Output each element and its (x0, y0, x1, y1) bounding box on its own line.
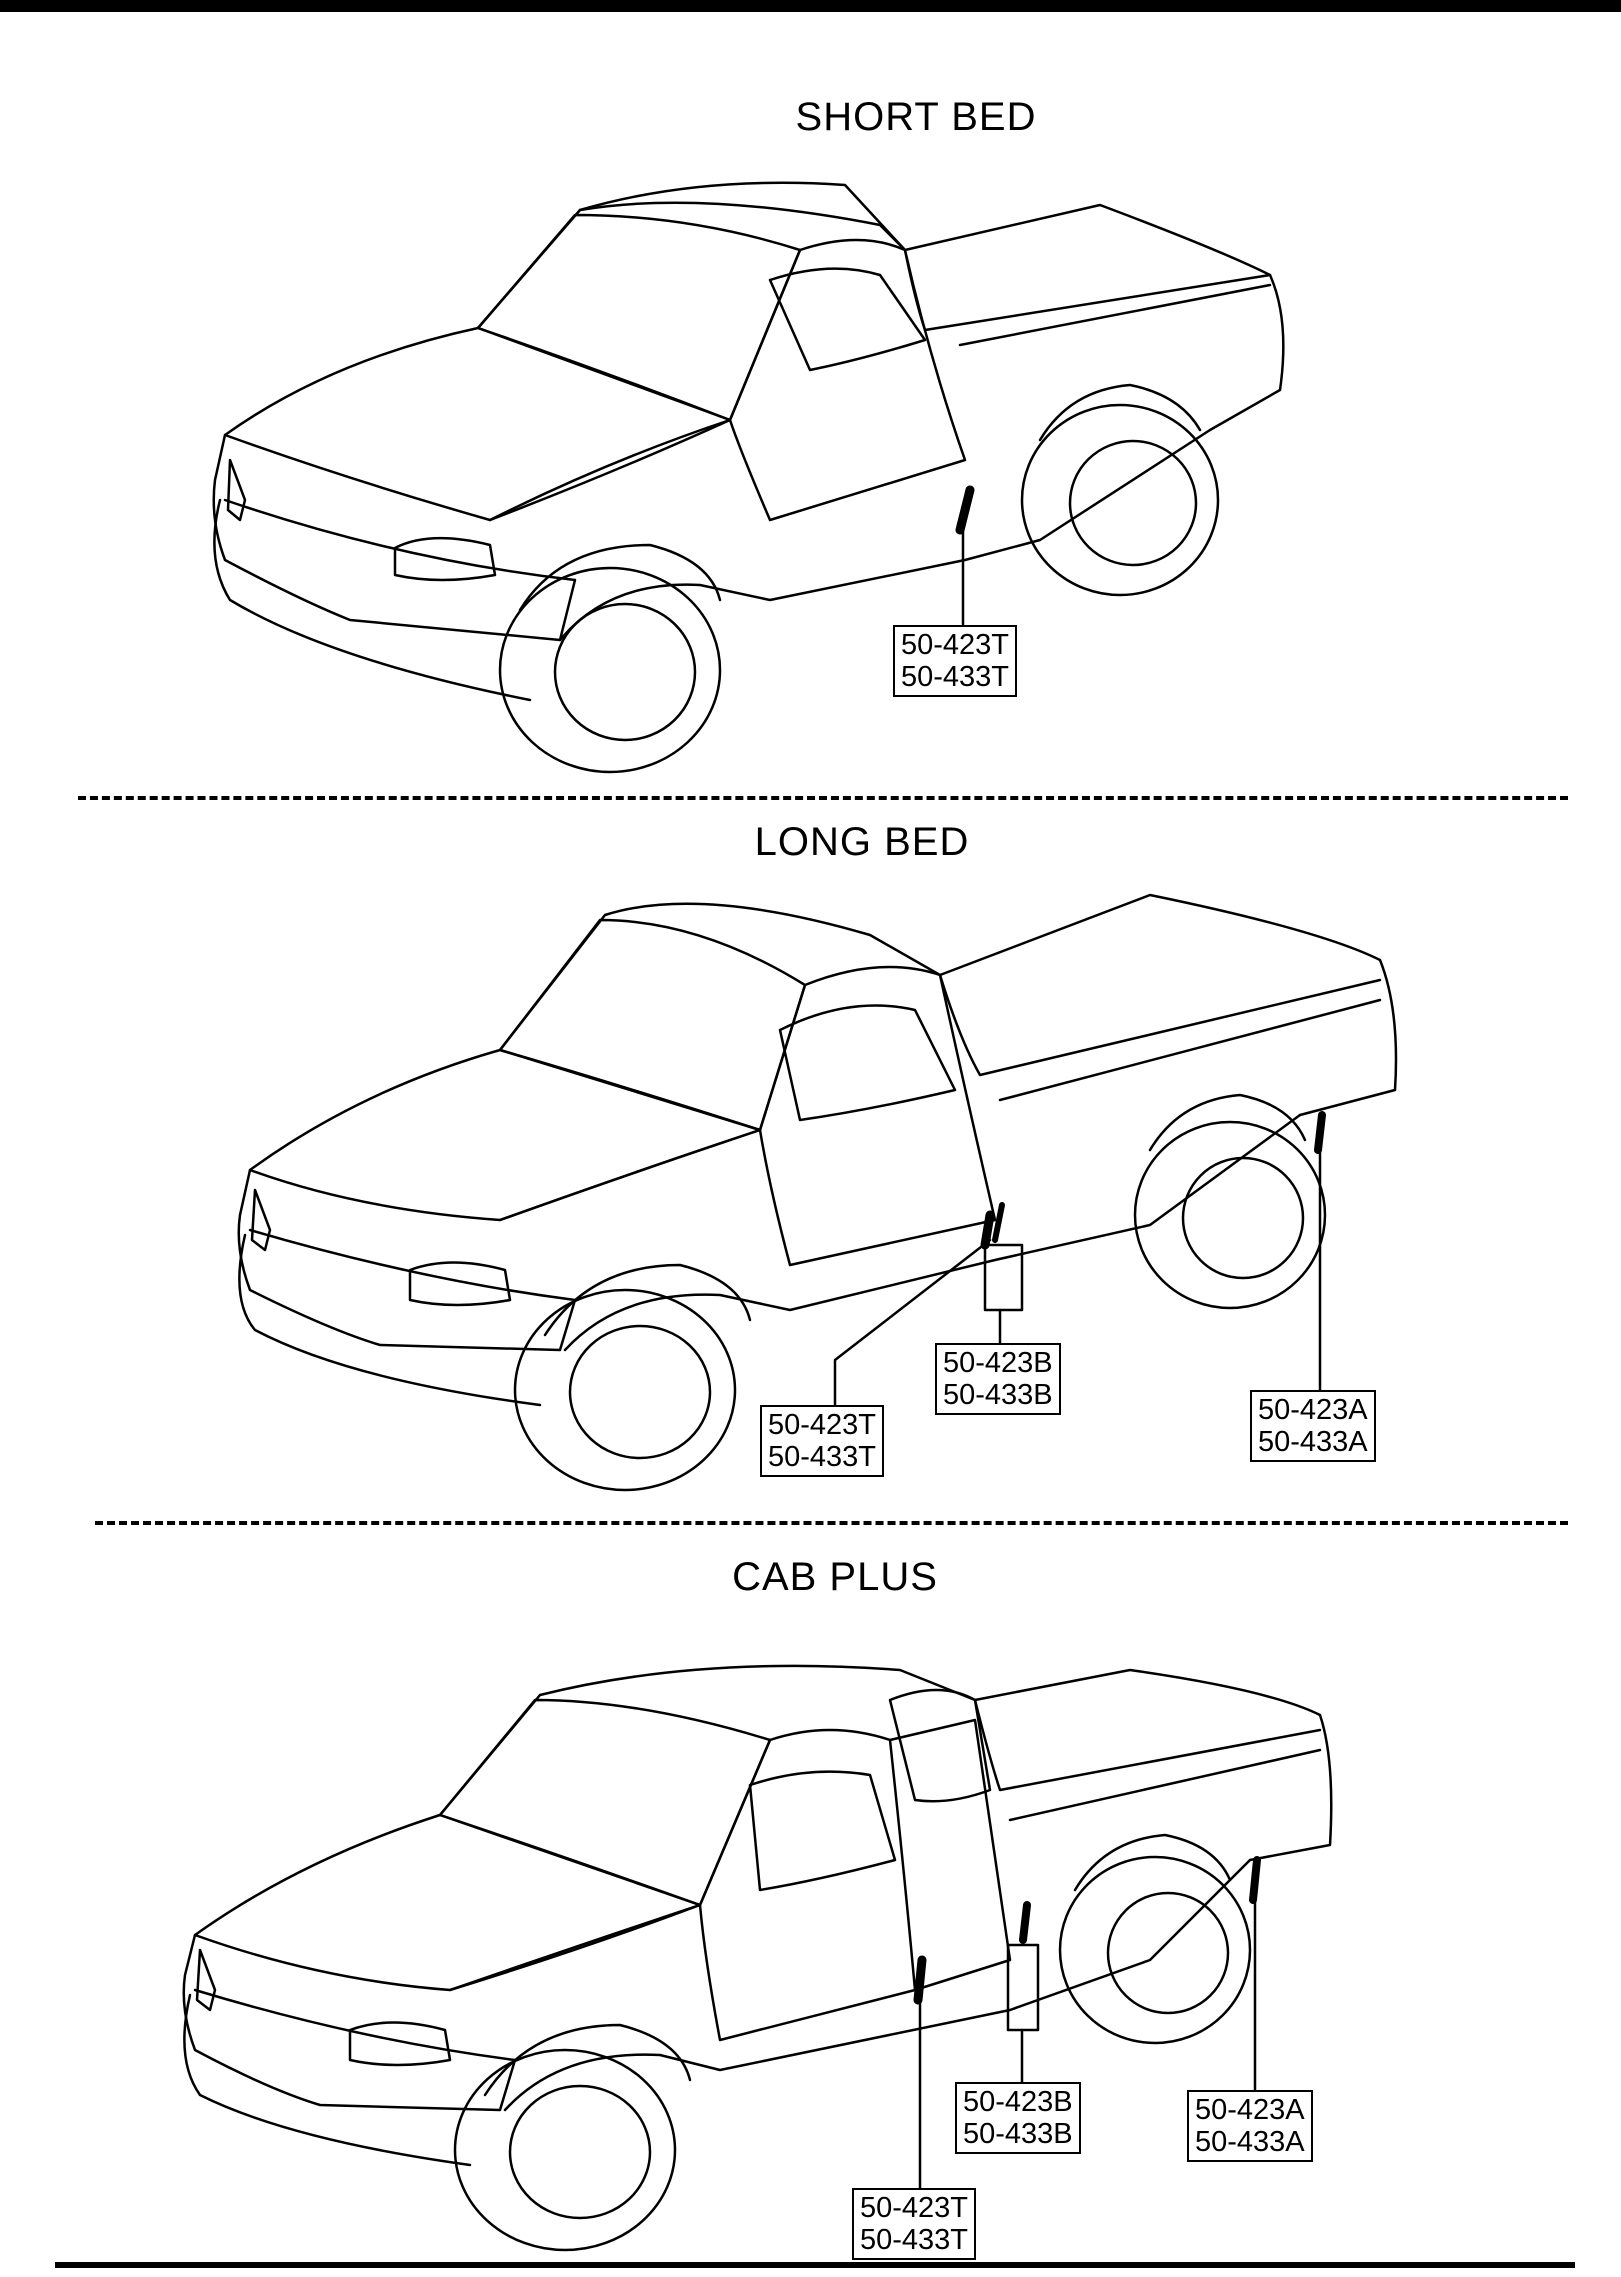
section-title-cab-plus: CAB PLUS (732, 1555, 938, 1599)
callout-long-bed-A: 50-423A 50-433A (1250, 1390, 1376, 1462)
callout-line-2: 50-433A (1258, 1426, 1368, 1458)
callout-line-1: 50-423A (1195, 2094, 1305, 2126)
separator-2 (95, 1521, 1568, 1525)
separator-1 (78, 796, 1568, 800)
callout-line-2: 50-433T (768, 1441, 877, 1473)
callout-line-2: 50-433T (901, 661, 1010, 693)
section-title-long-bed: LONG BED (754, 820, 970, 864)
callout-line-1: 50-423B (943, 1347, 1053, 1379)
top-border (0, 0, 1621, 12)
callout-short-bed-T: 50-423T 50-433T (893, 625, 1018, 697)
callout-long-bed-B: 50-423B 50-433B (935, 1343, 1061, 1415)
callout-cab-plus-A: 50-423A 50-433A (1187, 2090, 1313, 2162)
callout-cab-plus-T: 50-423T 50-433T (852, 2188, 977, 2260)
callout-long-bed-T: 50-423T 50-433T (760, 1405, 885, 1477)
callout-cab-plus-B: 50-423B 50-433B (955, 2082, 1081, 2154)
callout-line-2: 50-433B (963, 2118, 1073, 2150)
callout-line-1: 50-423T (860, 2192, 969, 2224)
section-title-short-bed: SHORT BED (795, 95, 1037, 139)
callout-line-1: 50-423A (1258, 1394, 1368, 1426)
long-bed-truck-illustration (0, 0, 1621, 1520)
callout-line-1: 50-423T (768, 1409, 877, 1441)
short-bed-truck-illustration (0, 0, 1621, 790)
callout-line-2: 50-433T (860, 2224, 969, 2256)
callout-line-1: 50-423T (901, 629, 1010, 661)
bottom-border (55, 2262, 1575, 2268)
callout-line-2: 50-433B (943, 1379, 1053, 1411)
callout-line-1: 50-423B (963, 2086, 1073, 2118)
callout-line-2: 50-433A (1195, 2126, 1305, 2158)
